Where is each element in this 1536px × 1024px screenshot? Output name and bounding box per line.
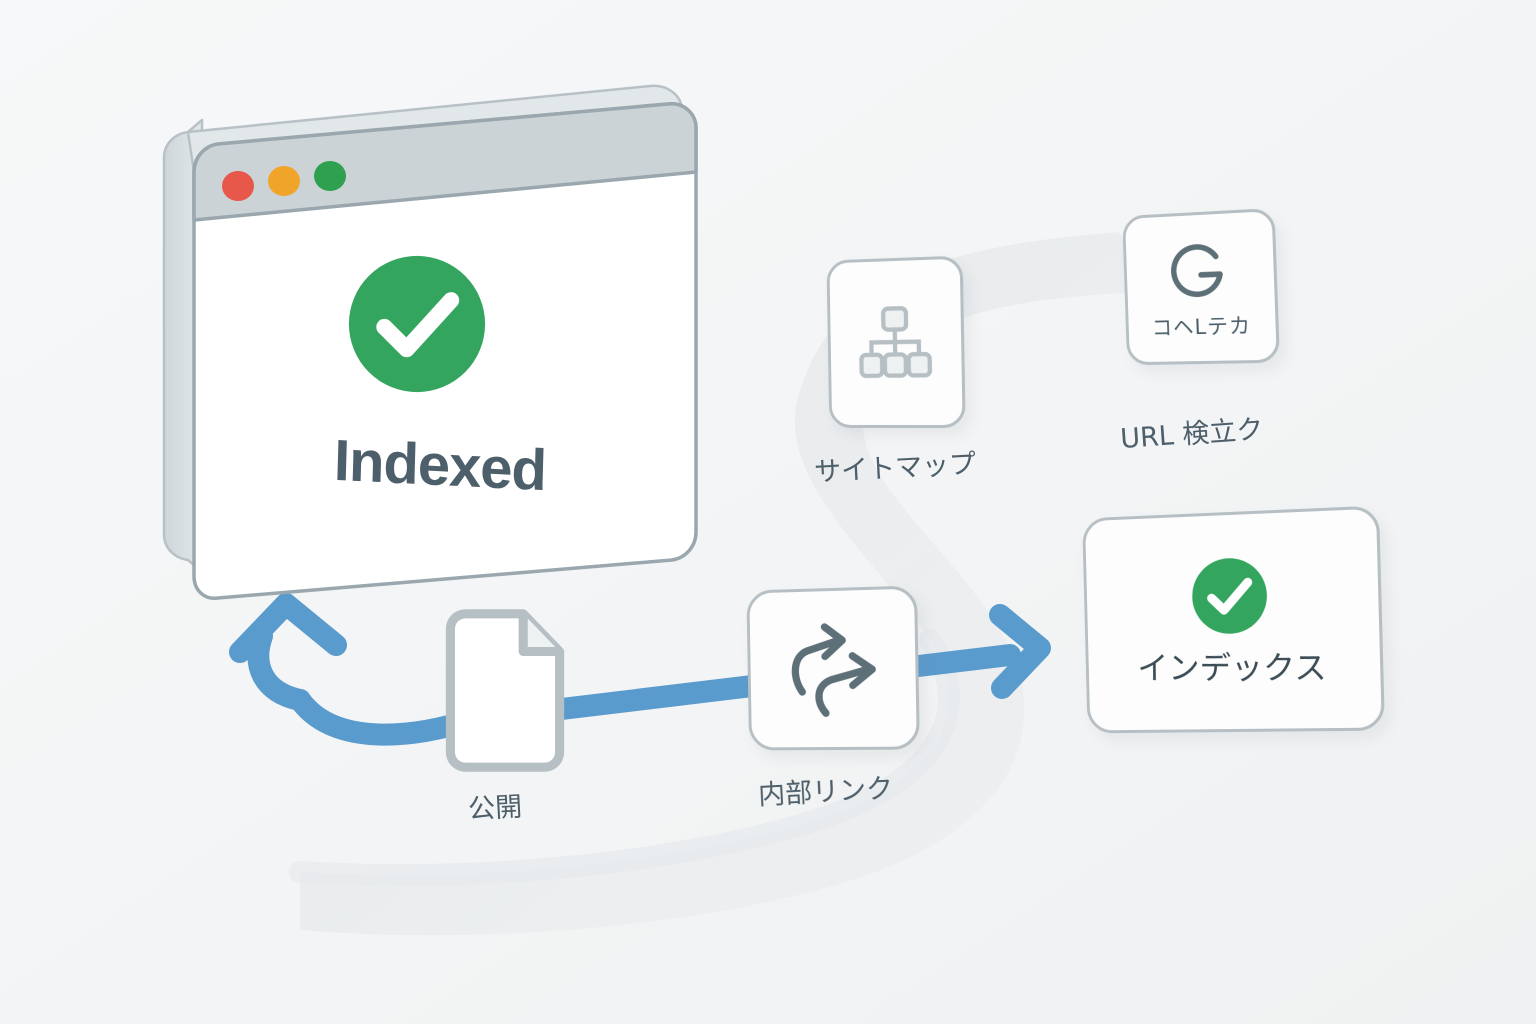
url-inspection-card[interactable]: コヘLテカ [1122, 207, 1280, 366]
minimize-dot [268, 166, 300, 196]
internal-link-label: 内部リンク [757, 773, 894, 812]
sitemap-label: サイトマップ [813, 448, 977, 489]
google-g-icon [1162, 233, 1237, 310]
document-page-icon [445, 609, 565, 772]
url-inspection-label: URL 検立ク [1119, 414, 1265, 455]
sitemap-card[interactable] [826, 255, 966, 429]
sitemap-hierarchy-icon [847, 294, 943, 392]
internal-link-card[interactable] [746, 585, 920, 751]
sitemap-node[interactable]: サイトマップ [813, 255, 977, 488]
check-circle-icon [1191, 556, 1268, 635]
index-result-node[interactable]: インデックス [1080, 505, 1386, 734]
close-dot [222, 171, 254, 201]
double-curved-arrow-icon [778, 616, 887, 722]
url-inspection-card-text: コヘLテカ [1151, 313, 1252, 341]
indexed-browser-window[interactable]: Indexed [150, 80, 730, 600]
publish-label: 公開 [467, 791, 523, 826]
maximize-dot [314, 161, 346, 191]
internal-link-node[interactable]: 内部リンク [746, 585, 920, 812]
index-result-card[interactable]: インデックス [1082, 505, 1386, 734]
browser-frame [162, 84, 698, 600]
publish-node[interactable]: 公開 [440, 608, 570, 825]
index-result-text: インデックス [1137, 648, 1328, 688]
url-inspection-node[interactable]: コヘLテカ URL 検立ク [1119, 207, 1280, 455]
